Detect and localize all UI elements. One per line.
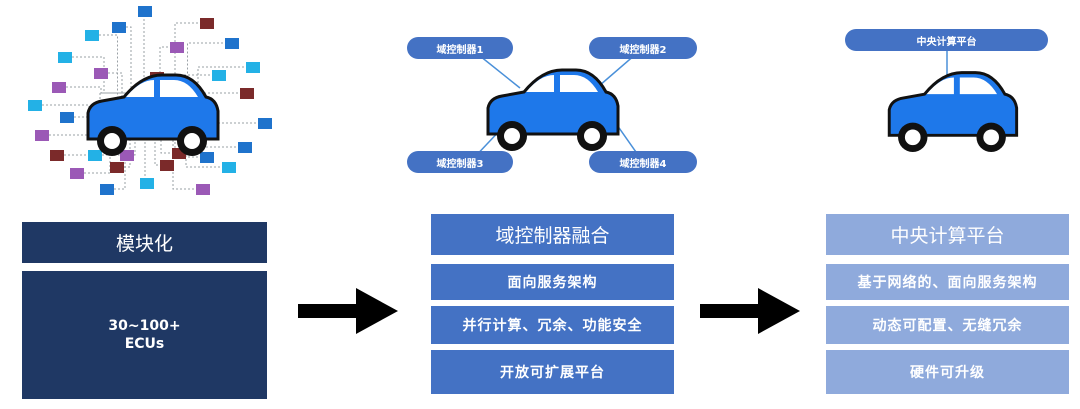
ecu-count-unit: ECUs: [124, 336, 165, 352]
central-computing-illustration: [887, 50, 1019, 154]
ecu-module-icon: [58, 52, 72, 63]
ecu-module-icon: [94, 68, 108, 79]
ecu-wire: [150, 116, 178, 154]
ecu-wire: [91, 34, 150, 100]
ecu-module-icon: [222, 162, 236, 173]
ecu-wire: [150, 98, 202, 190]
ecu-module-icon: [196, 184, 210, 195]
domain-controller-2-label: 域控制器2: [589, 37, 697, 59]
ecu-module-icon: [138, 6, 152, 17]
arrow-right-icon: [298, 288, 398, 334]
ecu-module-icon: [212, 70, 226, 81]
domain-feature-item: 开放可扩展平台: [431, 350, 674, 394]
ecu-module-icon: [52, 82, 66, 93]
ecu-module-icon: [172, 148, 186, 159]
ecu-module-icon: [110, 162, 124, 173]
ecu-module-icon: [238, 142, 252, 153]
ecu-module-icon: [60, 112, 74, 123]
arrow-right-icon: [700, 288, 800, 334]
domain-feature-item: 面向服务架构: [431, 264, 674, 300]
ecu-module-icon: [258, 118, 272, 129]
ecu-module-icon: [200, 18, 214, 29]
ecu-module-icon: [70, 168, 84, 179]
ecu-module-icon: [100, 184, 114, 195]
ecu-module-icon: [35, 130, 49, 141]
central-computing-title: 中央计算平台: [826, 214, 1069, 255]
ecu-module-icon: [28, 100, 42, 111]
domain-controller-3-label: 域控制器3: [407, 151, 513, 173]
ecu-wire: [56, 92, 150, 156]
ecu-module-icon: [50, 150, 64, 161]
ecu-module-icon: [88, 150, 102, 161]
central-feature-item: 动态可配置、无缝冗余: [826, 306, 1069, 344]
central-feature-item: 基于网络的、面向服务架构: [826, 264, 1069, 300]
ecu-wire: [106, 116, 150, 190]
ecu-count-box: 30~100+ ECUs: [22, 271, 267, 399]
ecu-count-value: 30~100+: [108, 318, 181, 334]
ecu-module-icon: [200, 152, 214, 163]
domain-fusion-title: 域控制器融合: [431, 214, 674, 255]
domain-controller-1-label: 域控制器1: [407, 37, 513, 59]
ecu-module-icon: [160, 160, 174, 171]
car-icon: [486, 68, 620, 153]
central-platform-label: 中央计算平台: [845, 29, 1048, 51]
ecu-module-icon: [140, 178, 154, 189]
ecu-module-icon: [120, 150, 134, 161]
central-feature-item: 硬件可升级: [826, 350, 1069, 394]
car-icon: [86, 73, 220, 158]
ecu-module-icon: [112, 22, 126, 33]
car-icon: [887, 71, 1019, 154]
ecu-module-icon: [240, 88, 254, 99]
ecu-module-icon: [225, 38, 239, 49]
modular-title: 模块化: [22, 222, 267, 263]
domain-controllers-illustration: [469, 47, 644, 163]
domain-controller-4-label: 域控制器4: [589, 151, 697, 173]
ecu-network-illustration: [28, 6, 272, 195]
ecu-module-icon: [170, 42, 184, 53]
domain-feature-item: 并行计算、冗余、功能安全: [431, 306, 674, 344]
ecu-module-icon: [246, 62, 260, 73]
ecu-module-icon: [85, 30, 99, 41]
